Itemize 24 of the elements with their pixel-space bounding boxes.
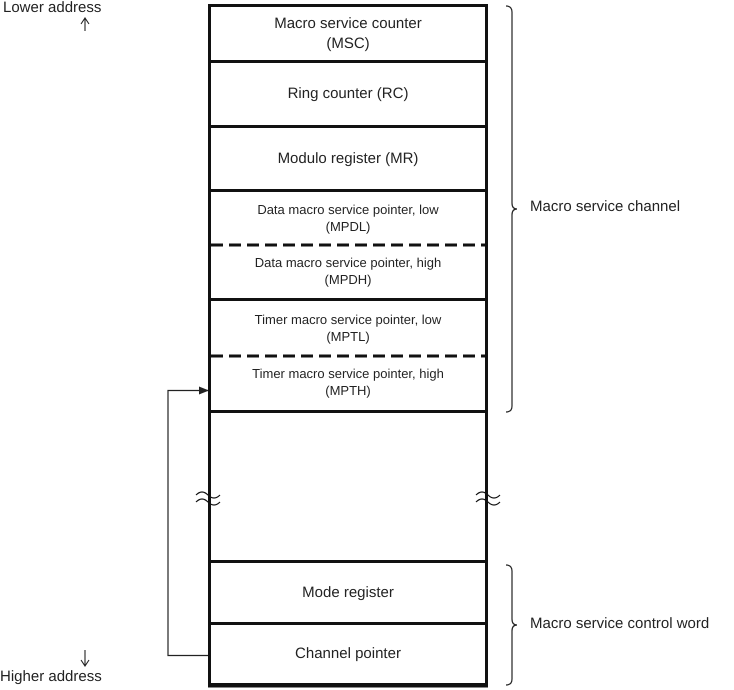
address-label: Higher address: [0, 668, 102, 685]
register-label: Modulo register (MR): [278, 148, 418, 168]
register-box: [208, 245, 488, 301]
register-box: [208, 63, 488, 128]
register-label: Timer macro service pointer, high (MPTH): [251, 366, 445, 400]
memory-gap-box: [208, 413, 488, 563]
address-label: Lower address: [3, 0, 102, 16]
register-label: Macro service counter (MSC): [273, 14, 423, 53]
register-label: Timer macro service pointer, low (MPTL): [254, 312, 442, 346]
group-label: Macro service channel: [530, 198, 680, 215]
group-label: Macro service control word: [530, 615, 710, 632]
register-label: Data macro service pointer, high (MPDH): [254, 254, 442, 288]
register-label: Ring counter (RC): [288, 84, 408, 104]
register-box: [208, 128, 488, 192]
register-label: Channel pointer: [295, 644, 401, 664]
register-box: [208, 625, 488, 686]
register-label: Mode register: [302, 582, 394, 602]
register-box: [208, 192, 488, 245]
pointer-arrow: [167, 386, 209, 656]
register-label: Data macro service pointer, low (MPDL): [256, 202, 440, 236]
register-box: [208, 356, 488, 413]
register-box: [208, 4, 488, 63]
register-box: [208, 301, 488, 356]
register-box: [208, 563, 488, 625]
